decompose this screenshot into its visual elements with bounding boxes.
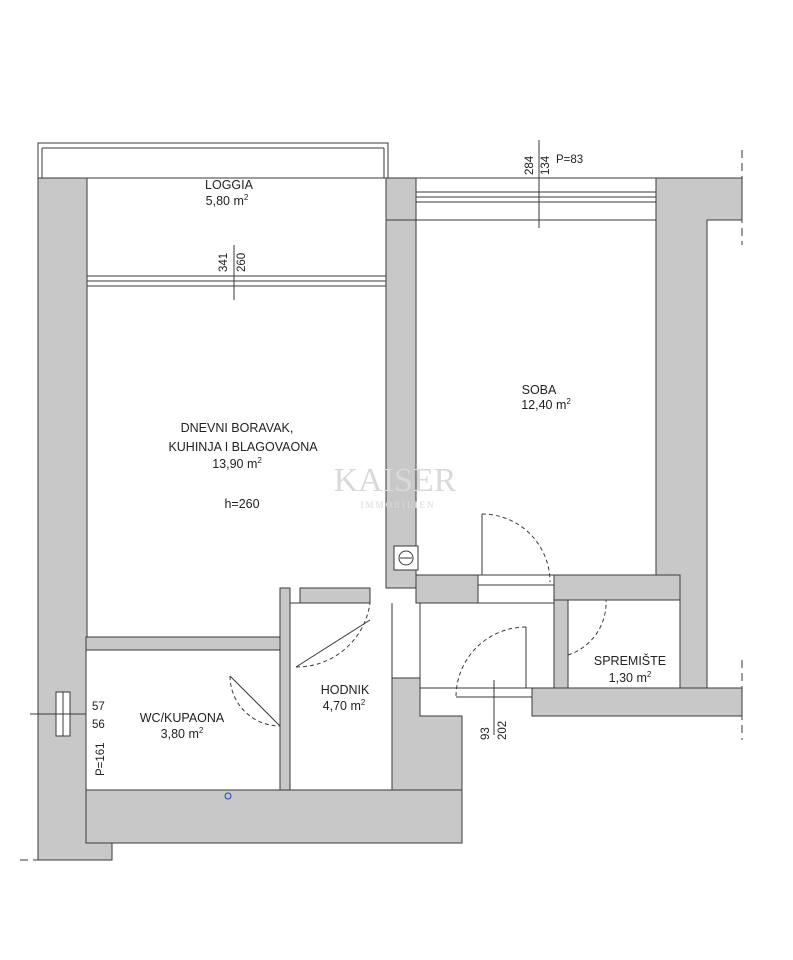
wall-center	[385, 177, 421, 589]
loggia-railing	[37, 142, 389, 179]
spremiste-area: 1,30 m2	[609, 670, 652, 685]
wall-right-outer	[531, 687, 743, 717]
loggia-area: 5,80 m2	[206, 193, 249, 208]
dim-soba-134: 134	[540, 155, 552, 175]
living-height: h=260	[224, 497, 259, 511]
dimension-lines	[233, 140, 540, 735]
hodnik-name: HODNIK	[321, 683, 370, 697]
wall-hall-left	[279, 587, 291, 791]
door-wc	[229, 675, 281, 727]
dim-wc-57: 57	[92, 701, 105, 713]
watermark-sub: IMMOBILIEN	[361, 500, 436, 510]
dim-wc-56: 56	[92, 719, 105, 731]
wc-area: 3,80 m2	[161, 726, 204, 741]
loggia-name: LOGGIA	[205, 178, 254, 192]
hodnik-area: 4,70 m2	[323, 698, 366, 713]
dim-soba-284: 284	[524, 155, 536, 175]
soba-name: SOBA	[522, 383, 557, 397]
dim-door-93: 93	[480, 727, 492, 740]
thin-lines	[20, 142, 743, 861]
wc-name: WC/KUPAONA	[140, 711, 225, 725]
drain-icon	[224, 792, 232, 800]
wall-spremiste-left	[553, 599, 569, 689]
living-name-2: KUHINJA I BLAGOVAONA	[168, 440, 318, 454]
dim-door-202: 202	[497, 721, 509, 740]
wall-living-bottom-right	[299, 587, 371, 604]
wall-soba-bottom-right	[553, 574, 681, 601]
living-area: 13,90 m2	[212, 456, 262, 471]
dim-loggia-341: 341	[218, 253, 230, 272]
wall-soba-right	[655, 177, 743, 689]
living-name-1: DNEVNI BORAVAK,	[181, 421, 294, 435]
soba-area: 12,40 m2	[521, 397, 571, 412]
wall-hall-lower-right	[391, 677, 463, 791]
watermark-brand: KAISER	[334, 462, 457, 499]
wall-living-bottom-left	[85, 636, 281, 651]
doors	[229, 513, 607, 727]
dim-soba-p: P=83	[556, 154, 583, 166]
spremiste-name: SPREMIŠTE	[594, 653, 666, 668]
door-living	[295, 619, 371, 668]
walls	[37, 177, 743, 861]
dim-loggia-260: 260	[236, 253, 248, 272]
wall-bottom	[85, 789, 463, 844]
wall-soba-bottom-left	[415, 574, 479, 604]
vent-icon	[393, 545, 419, 571]
wall-soba-top	[385, 177, 417, 221]
dim-wc-p: P=161	[95, 742, 107, 776]
